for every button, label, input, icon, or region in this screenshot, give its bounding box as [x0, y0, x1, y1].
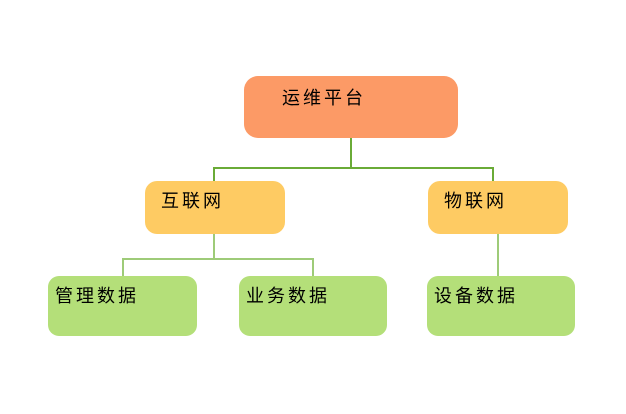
node-internet[interactable]: 互联网 — [145, 181, 285, 234]
node-iot-label: 物联网 — [444, 191, 507, 211]
connector-root-internet — [213, 138, 352, 181]
node-internet-label: 互联网 — [161, 191, 224, 211]
node-ops-platform[interactable]: 运维平台 — [244, 76, 458, 138]
node-device-data-label: 设备数据 — [434, 286, 518, 306]
connector-internet-business — [213, 234, 314, 276]
node-management-data[interactable]: 管理数据 — [48, 276, 197, 336]
node-business-data-label: 业务数据 — [246, 286, 330, 306]
node-management-data-label: 管理数据 — [55, 286, 139, 306]
connector-root-iot — [350, 138, 494, 181]
node-ops-platform-label: 运维平台 — [282, 88, 366, 108]
connector-internet-mgmt — [122, 234, 215, 276]
node-device-data[interactable]: 设备数据 — [427, 276, 575, 336]
node-business-data[interactable]: 业务数据 — [239, 276, 387, 336]
node-iot[interactable]: 物联网 — [428, 181, 568, 234]
